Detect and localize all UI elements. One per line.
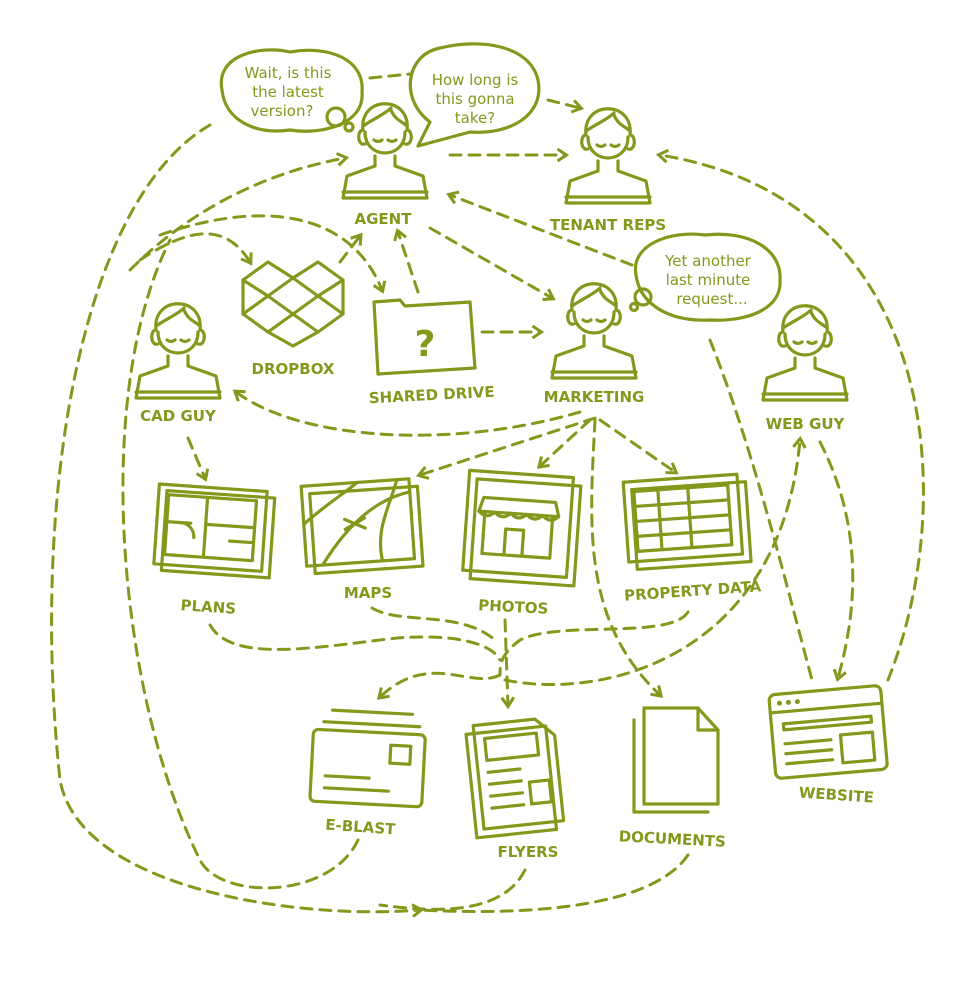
- bubble-text: take?: [455, 109, 495, 127]
- connector: [208, 623, 502, 662]
- connector: [590, 418, 664, 698]
- e-blast-node: [308, 708, 427, 809]
- connector: [503, 435, 807, 686]
- connector: [370, 606, 497, 642]
- cad-guy-node: CAD GUY: [134, 302, 222, 425]
- dropbox-label: DROPBOX: [252, 360, 335, 378]
- cad-guy-person-icon: [134, 302, 222, 400]
- connector: [50, 123, 425, 918]
- document-icon: [642, 706, 720, 806]
- bubble-text: How long is: [432, 71, 519, 89]
- connector: [818, 440, 855, 683]
- connector: [416, 416, 597, 480]
- bubble-text: the latest: [252, 83, 324, 101]
- plans-node: [152, 482, 277, 580]
- property-data-label: PROPERTY DATA: [624, 577, 763, 605]
- documents-node: [632, 706, 720, 814]
- flyer-icon: [471, 717, 566, 831]
- maps-node: [299, 477, 425, 576]
- floorplan-icon: [162, 493, 259, 563]
- agent-person-icon: [341, 102, 429, 200]
- dropbox-node: DROPBOX: [241, 260, 345, 378]
- connector: [121, 238, 360, 890]
- spreadsheet-icon: [633, 486, 733, 552]
- connector: [158, 214, 387, 294]
- question-mark-glyph: ?: [415, 324, 436, 365]
- browser-window-icon: [767, 684, 889, 780]
- connector: [376, 671, 502, 700]
- bubble-text: this gonna: [435, 90, 514, 108]
- connector: [428, 226, 556, 301]
- marketing-thought-bubble: Yet another last minute request...: [628, 232, 782, 322]
- website-label: WEBSITE: [798, 783, 874, 806]
- connector: [338, 232, 363, 264]
- web-guy-label: WEB GUY: [766, 415, 846, 433]
- envelope-icon: [308, 727, 427, 809]
- agent-speech-bubble: How long is this gonna take?: [408, 42, 541, 148]
- storefront-icon: [477, 495, 561, 560]
- connector: [418, 853, 690, 913]
- flyers-node: [464, 717, 566, 840]
- connector: [138, 232, 253, 266]
- bubble-text: version?: [251, 102, 314, 120]
- agent-label: AGENT: [355, 210, 413, 228]
- connector: [186, 436, 210, 482]
- maps-label: MAPS: [344, 584, 392, 602]
- connector: [232, 389, 582, 437]
- documents-label: DOCUMENTS: [618, 827, 726, 851]
- connector: [368, 72, 412, 80]
- marketing-person-icon: [550, 282, 638, 380]
- plans-label: PLANS: [180, 596, 237, 618]
- shared-drive-label: SHARED DRIVE: [368, 383, 495, 408]
- bubble-text: request...: [676, 290, 747, 308]
- flyers-label: FLYERS: [498, 843, 559, 861]
- marketing-label: MARKETING: [544, 388, 645, 406]
- shared-drive-node: ? SHARED DRIVE: [368, 298, 495, 408]
- connector: [500, 618, 516, 710]
- connector: [128, 152, 350, 272]
- agent-node: AGENT: [341, 102, 429, 228]
- map-icon: [302, 478, 412, 567]
- e-blast-label: E-BLAST: [325, 816, 397, 839]
- dropbox-icon: [241, 260, 345, 348]
- connector: [446, 190, 634, 267]
- connector: [708, 338, 814, 682]
- connector: [536, 418, 592, 469]
- photos-label: PHOTOS: [478, 596, 549, 618]
- photos-node: [461, 468, 583, 588]
- connector: [498, 610, 690, 677]
- folder-icon: [372, 298, 477, 376]
- agent-thought-bubble: Wait, is this the latest version?: [219, 48, 364, 133]
- property-data-node: [621, 472, 753, 572]
- cad-guy-label: CAD GUY: [140, 407, 217, 425]
- connector: [393, 228, 420, 294]
- web-guy-person-icon: [761, 304, 849, 402]
- connectors: [50, 72, 925, 918]
- website-node: [767, 684, 889, 780]
- bubble-text: Yet another: [664, 252, 752, 270]
- connector: [598, 418, 679, 475]
- tenant-reps-label: TENANT REPS: [550, 216, 666, 234]
- web-guy-node: WEB GUY: [761, 304, 849, 433]
- tenant-reps-person-icon: [564, 107, 652, 205]
- connector: [378, 868, 527, 911]
- connector: [546, 98, 585, 114]
- marketing-node: MARKETING: [544, 282, 645, 406]
- bubble-text: Wait, is this: [245, 64, 332, 82]
- tenant-reps-node: TENANT REPS: [550, 107, 666, 234]
- connector: [655, 148, 925, 682]
- bubble-text: last minute: [666, 271, 751, 289]
